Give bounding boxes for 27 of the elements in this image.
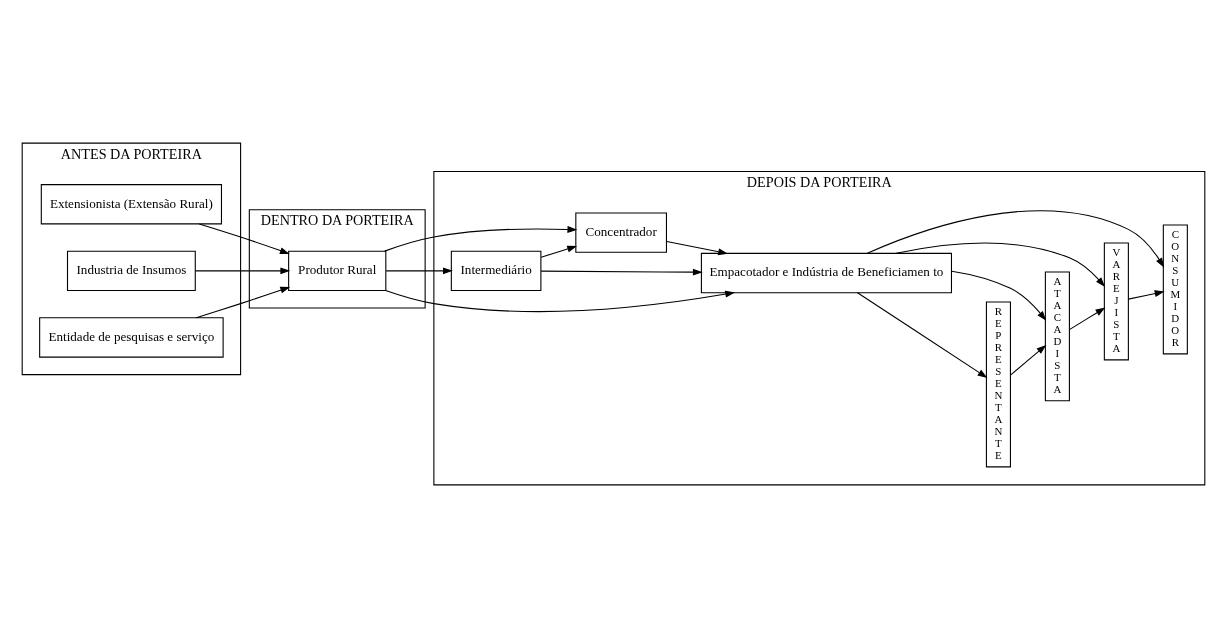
node-box: Concentrador bbox=[575, 212, 667, 253]
node-box: Intermediário bbox=[450, 250, 542, 292]
arrow bbox=[1068, 307, 1106, 331]
node-box: REPRESENTANTE bbox=[985, 301, 1011, 468]
arrow bbox=[951, 270, 1047, 321]
node-box: VAREJISTA bbox=[1103, 242, 1129, 361]
arrow bbox=[666, 240, 728, 256]
arrow bbox=[895, 242, 1106, 287]
arrow bbox=[385, 290, 736, 312]
arrow bbox=[1127, 290, 1165, 300]
arrow bbox=[540, 245, 578, 258]
node-box: Industria de Insumos bbox=[66, 250, 196, 292]
node-box: Empacotador e Indústria de Beneficiamen to bbox=[700, 252, 952, 294]
node-box: Extensionista (Extensão Rural) bbox=[40, 184, 223, 225]
node-box: Produtor Rural bbox=[288, 250, 387, 292]
node-box: CONSUMIDOR bbox=[1162, 224, 1188, 355]
arrow bbox=[384, 226, 578, 252]
arrow bbox=[194, 267, 291, 275]
arrow bbox=[856, 292, 988, 378]
arrow bbox=[540, 268, 703, 276]
arrow bbox=[866, 210, 1165, 268]
node-box: Entidade de pesquisas e serviço bbox=[39, 317, 224, 358]
arrow bbox=[1009, 344, 1047, 376]
arrow bbox=[195, 286, 291, 319]
arrow bbox=[385, 267, 453, 275]
node-box: ATACADISTA bbox=[1044, 271, 1070, 402]
arrow bbox=[198, 223, 290, 254]
